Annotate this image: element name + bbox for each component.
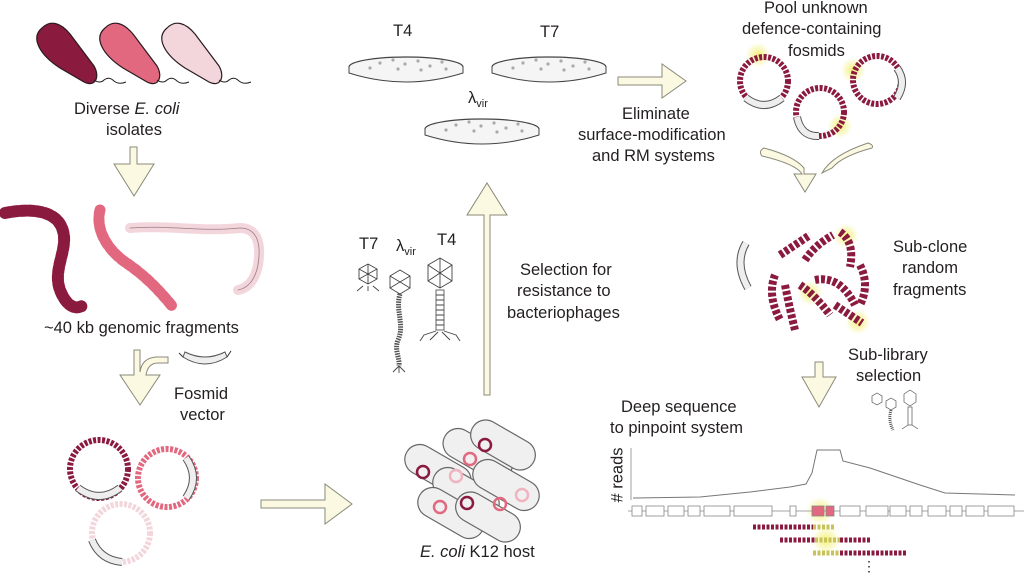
- genomic-fragments-icon: [0, 204, 264, 314]
- isolates-label-species: E. coli: [134, 100, 180, 118]
- bacterium-light-icon: [161, 22, 252, 85]
- deep-seq-label-line1: Deep sequence: [621, 398, 737, 416]
- pooled-fosmids-icon: [737, 41, 906, 141]
- fosmid-vector-label-line1: Fosmid: [174, 385, 229, 403]
- pool-label-line1: Pool unknown: [764, 0, 868, 17]
- sequencing-reads: [753, 524, 906, 556]
- read-coverage-plot: [628, 448, 1024, 556]
- subclone-fragments-icon: [736, 222, 872, 336]
- sublibrary-label-line1: Sub-library: [848, 346, 928, 364]
- host-label-species: E. coli: [420, 543, 465, 561]
- helix-dark: [0, 204, 88, 314]
- eliminate-label-line2: surface-modification: [578, 126, 726, 144]
- plate-t4-label: T4: [393, 22, 413, 40]
- coverage-line: [632, 449, 1016, 499]
- plasmid-dot: [448, 468, 464, 484]
- phages-group: [356, 257, 461, 373]
- selection-label-line2: resistance to: [517, 282, 611, 300]
- fosmid-vector-icon: [178, 350, 232, 365]
- eliminate-label-line3: and RM systems: [592, 147, 715, 165]
- plasmid-dot: [415, 464, 431, 480]
- gene-map: [628, 505, 1024, 517]
- more-reads-ellipsis: ⋮: [862, 558, 876, 574]
- plasmid-dot: [432, 499, 448, 515]
- fosmid-library-icon: [67, 437, 199, 566]
- sublibrary-phages-icon: [871, 389, 919, 431]
- fosmid-mid: [135, 446, 199, 510]
- bacterium-mid-icon: [99, 22, 190, 85]
- phage-plates: [348, 56, 607, 145]
- subclone-label-line1: Sub-clone: [893, 238, 968, 256]
- phage-lambda-vir-icon: [389, 269, 411, 373]
- isolates-label: Diverse E. coli: [74, 99, 179, 119]
- plate-t7-icon: [491, 56, 607, 83]
- arrow-pool-to-subclone: [759, 142, 873, 193]
- lambda-subscript: vir: [476, 98, 488, 110]
- host-label-suffix: K12 host: [464, 543, 535, 561]
- lambda-symbol: λ: [468, 89, 477, 107]
- deep-seq-label-line2: to pinpoint system: [610, 419, 743, 437]
- selection-label-line3: bacteriophages: [507, 304, 620, 322]
- selection-label-line1: Selection for: [520, 261, 612, 279]
- subclone-label-line2: random: [902, 259, 958, 277]
- arrow-fragments-to-fosmids: [119, 349, 169, 406]
- pool-label-line2: defence-containing: [742, 20, 882, 38]
- plate-t4-icon: [348, 56, 464, 83]
- phage-lambda-vir-label: λvir: [396, 236, 416, 262]
- plasmid-dot: [459, 495, 475, 511]
- phage-t7-label: T7: [359, 235, 379, 253]
- fosmid-light: [88, 501, 153, 566]
- sublibrary-label-line2: selection: [856, 367, 922, 385]
- host-label: E. coli K12 host: [420, 542, 535, 562]
- plasmid-dot: [514, 487, 530, 503]
- eliminate-label-line1: Eliminate: [622, 105, 690, 123]
- isolates-label-prefix: Diverse: [74, 100, 135, 118]
- lambda-symbol: λ: [396, 237, 405, 255]
- fosmid-vector-label-line2: vector: [180, 406, 225, 424]
- plasmid-dot: [492, 496, 508, 512]
- arrow-fosmids-to-host: [260, 483, 353, 525]
- plate-t7-label: T7: [540, 23, 560, 41]
- arrow-plates-to-pool: [617, 63, 687, 99]
- plate-lambda-vir-icon: [424, 118, 540, 145]
- phage-t7-icon: [356, 263, 380, 292]
- phage-t4-icon: [419, 257, 461, 342]
- arrow-host-to-plates: [466, 182, 508, 396]
- plasmid-dot: [477, 437, 493, 453]
- phage-t4-label: T4: [437, 231, 457, 249]
- fosmid-dark: [67, 437, 131, 501]
- arrow-isolates-to-fragments: [113, 146, 155, 197]
- arrow-subclone-to-deepseq: [801, 361, 837, 409]
- lambda-subscript: vir: [404, 246, 416, 258]
- plate-lambda-vir-label: λvir: [468, 88, 488, 114]
- subclone-label-line3: fragments: [893, 281, 967, 299]
- isolates-label-line2: isolates: [106, 121, 162, 139]
- pool-label-line3: fosmids: [788, 42, 845, 60]
- reads-axis-label: # reads: [608, 447, 627, 503]
- helix-mid: [93, 204, 178, 312]
- bacteria-isolates-icon: [36, 22, 252, 85]
- bacterium-dark-icon: [36, 22, 127, 85]
- ecoli-host-cluster-icon: [404, 419, 540, 543]
- plasmid-dot: [462, 451, 478, 467]
- fragments-label: ~40 kb genomic fragments: [44, 319, 239, 337]
